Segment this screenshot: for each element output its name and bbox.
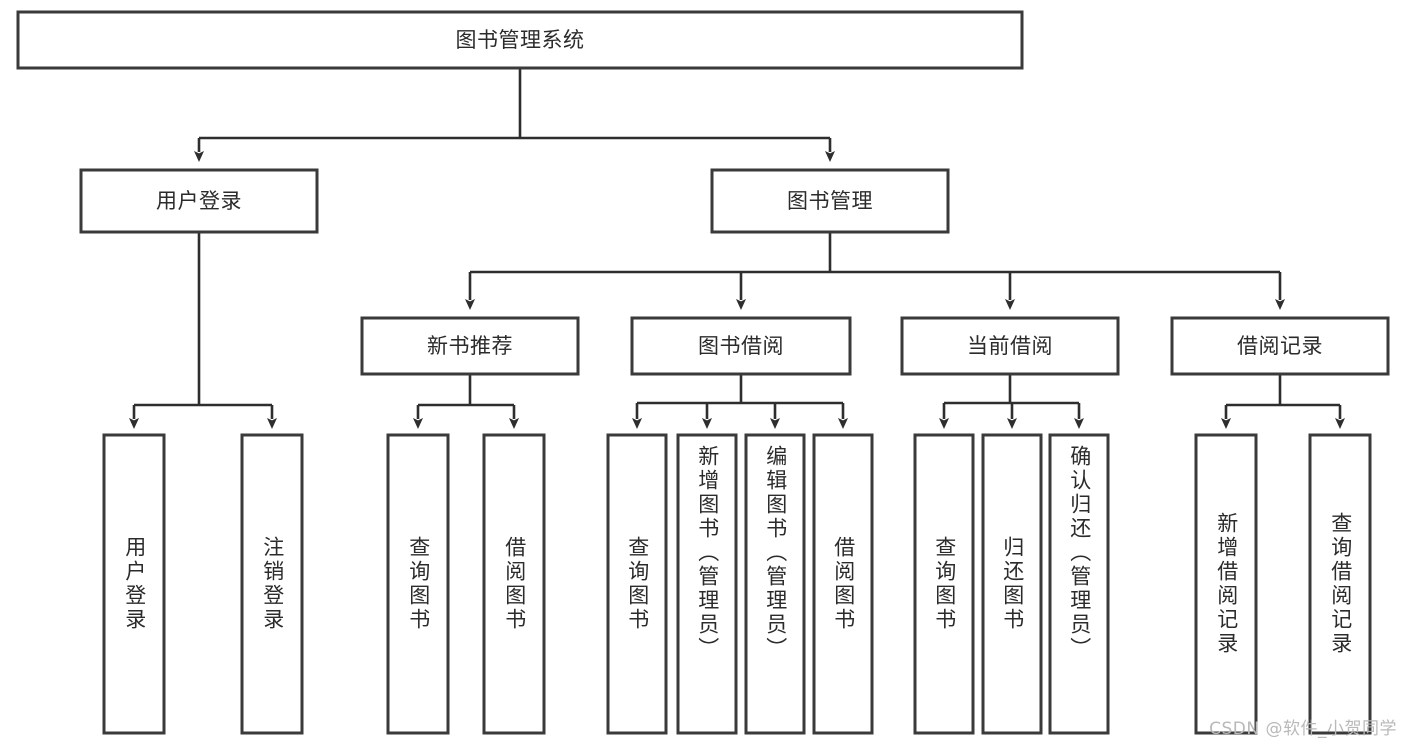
leaf-boxes: [102, 433, 1372, 735]
node-new-book-recommend-box[interactable]: [360, 316, 580, 376]
node-current-borrow-box[interactable]: [900, 316, 1120, 376]
connector-group-book-borrow-to-leaves: [632, 374, 848, 429]
node-user-login-box[interactable]: [79, 168, 319, 234]
node-new-book-recommend[interactable]: 新书推荐: [360, 316, 580, 376]
connector-group-current-borrow-to-leaves: [939, 374, 1084, 429]
node-borrow-record-label: 借阅记录: [1237, 334, 1323, 358]
node-borrow-record-box[interactable]: [1170, 316, 1390, 376]
watermark: CSDN @软件_小贺同学: [1209, 719, 1397, 739]
leaf-confirm-return-admin-box[interactable]: [1048, 433, 1110, 735]
node-book-manage-box[interactable]: [710, 168, 950, 234]
connector-group-user-login-to-leaves: [129, 232, 277, 429]
node-book-manage-label: 图书管理: [787, 189, 873, 213]
node-borrow-record[interactable]: 借阅记录: [1170, 316, 1390, 376]
leaf-query-book-1-box[interactable]: [386, 433, 450, 735]
node-user-login[interactable]: 用户登录: [79, 168, 319, 234]
connector-group-book-manage-to-level3: [465, 232, 1285, 310]
leaf-user-login-box[interactable]: [102, 433, 166, 735]
leaf-edit-book-admin-box[interactable]: [744, 433, 806, 735]
node-new-book-recommend-label: 新书推荐: [427, 334, 513, 358]
node-book-borrow-box[interactable]: [630, 316, 852, 376]
node-current-borrow[interactable]: 当前借阅: [900, 316, 1120, 376]
node-book-borrow-label: 图书借阅: [698, 334, 784, 358]
connector-group-new-book-recommend-to-leaves: [413, 374, 519, 429]
node-user-login-label: 用户登录: [156, 189, 242, 213]
leaf-query-borrow-record-box[interactable]: [1308, 433, 1372, 735]
leaf-logout-login-box[interactable]: [240, 433, 304, 735]
leaf-borrow-book-1-box[interactable]: [482, 433, 546, 735]
leaf-borrow-book-2-box[interactable]: [812, 433, 874, 735]
leaf-return-book-box[interactable]: [981, 433, 1043, 735]
leaf-query-book-2-box[interactable]: [606, 433, 668, 735]
connector-group-root-to-level2: [194, 68, 835, 162]
node-book-borrow[interactable]: 图书借阅: [630, 316, 852, 376]
connector-group-borrow-record-to-leaves: [1221, 374, 1345, 429]
node-root-box[interactable]: [16, 10, 1024, 70]
leaf-query-book-3-box[interactable]: [913, 433, 975, 735]
node-book-manage[interactable]: 图书管理: [710, 168, 950, 234]
node-root-label: 图书管理系统: [456, 28, 585, 52]
leaf-add-book-admin-box[interactable]: [676, 433, 738, 735]
node-current-borrow-label: 当前借阅: [967, 334, 1053, 358]
node-root[interactable]: 图书管理系统: [16, 10, 1024, 70]
leaf-add-borrow-record-box[interactable]: [1194, 433, 1258, 735]
